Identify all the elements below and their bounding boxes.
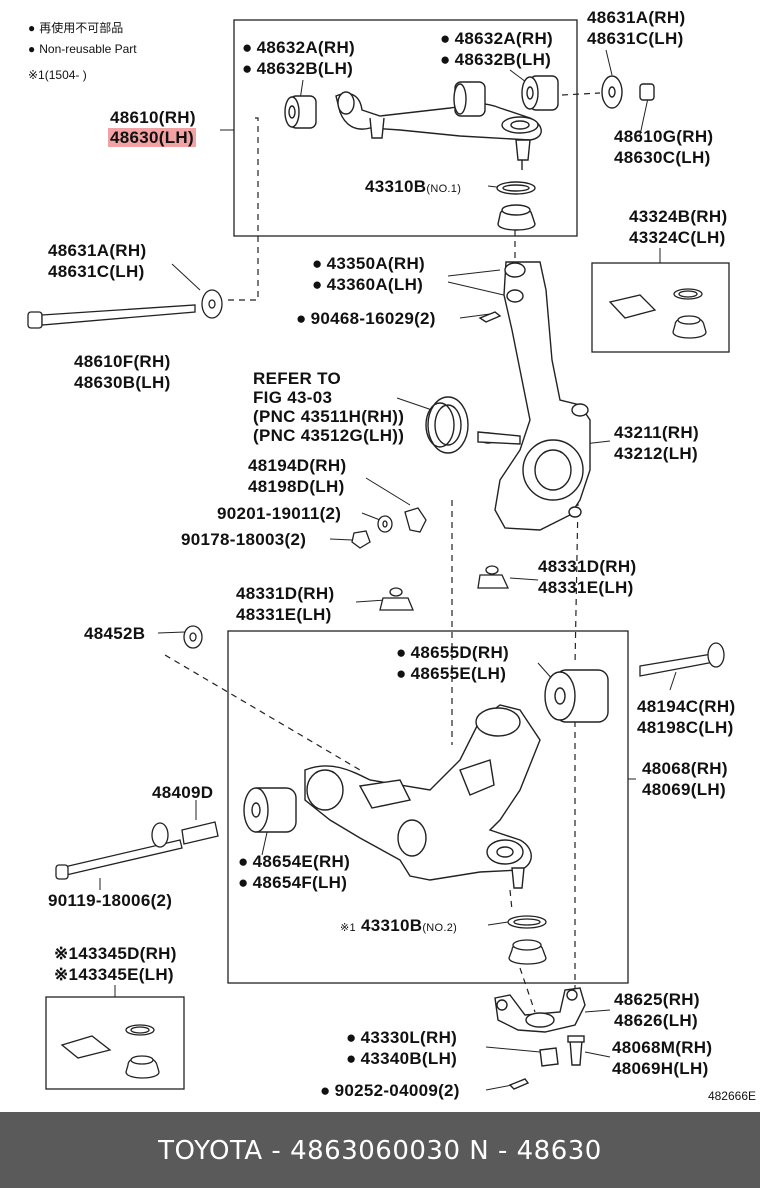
label-48631a-rh-mid: 48631A(RH): [48, 241, 147, 260]
upper-arm-group-box: [233, 19, 578, 237]
label-48632b-lh-right: 48632B(LH): [440, 50, 551, 70]
lower-rear-cam-bolt: [639, 653, 715, 677]
label-48631c-lh-mid: 48631C(LH): [48, 262, 145, 281]
label-43310b-no2-mark: ※1: [340, 922, 356, 934]
footer-bar: TOYOTA - 4863060030 N - 48630: [0, 1112, 760, 1188]
label-48069-lh: 48069(LH): [642, 780, 726, 799]
figure-id: 482666E: [707, 1089, 756, 1103]
label-43340b-lh: 43340B(LH): [346, 1049, 457, 1069]
label-48069h-lh: 48069H(LH): [612, 1059, 709, 1078]
label-43360a-lh: 43360A(LH): [312, 275, 423, 295]
label-48610f-rh: 48610F(RH): [74, 352, 171, 371]
footer-part-number: TOYOTA - 4863060030 N - 48630: [158, 1136, 602, 1166]
label-refer-fig: FIG 43-03: [253, 388, 333, 407]
label-90252-04009: 90252-04009(2): [320, 1081, 460, 1101]
label-43330l-rh: 43330L(RH): [346, 1028, 457, 1048]
label-48198c-lh: 48198C(LH): [637, 718, 734, 737]
label-48654e-rh: 48654E(RH): [238, 852, 350, 872]
label-48631c-lh-top: 48631C(LH): [587, 29, 684, 48]
label-90178-18003: 90178-18003(2): [181, 530, 307, 549]
label-48194c-rh: 48194C(RH): [637, 697, 736, 716]
label-48409d: 48409D: [152, 783, 214, 802]
label-48198d-lh: 48198D(LH): [248, 477, 345, 496]
bump-stopper-left: [379, 597, 414, 611]
label-48331e-lh-left: 48331E(LH): [236, 605, 332, 624]
label-43310b-no1: 43310B: [365, 177, 427, 196]
label-48331d-rh-right: 48331D(RH): [538, 557, 637, 576]
steering-arm: [494, 987, 586, 1033]
label-48194d-rh: 48194D(RH): [248, 456, 347, 475]
label-48610-rh: 48610(RH): [110, 108, 196, 127]
upper-control-arm: [335, 92, 542, 141]
label-43324b-rh: 43324B(RH): [629, 207, 728, 226]
label-90201-19011: 90201-19011(2): [217, 504, 342, 523]
label-43212-lh: 43212(LH): [614, 444, 698, 463]
label-43345e-lh: ※143345E(LH): [54, 965, 174, 984]
label-90468-16029: 90468-16029(2): [296, 309, 436, 329]
label-48452b: 48452B: [84, 624, 146, 643]
upper-arm-bolt: [41, 304, 196, 326]
label-48630c-lh: 48630C(LH): [614, 148, 711, 167]
label-refer-to: REFER TO: [253, 369, 342, 388]
label-43310b-no2: 43310B: [360, 916, 423, 935]
label-48632b-lh-left: 48632B(LH): [242, 59, 353, 79]
label-43324c-lh: 43324C(LH): [629, 228, 726, 247]
boot-kit-box-upper: [591, 262, 730, 353]
label-48068m-rh: 48068M(RH): [612, 1038, 713, 1057]
label-90119-18006: 90119-18006(2): [48, 891, 173, 910]
lower-arm-group-box: [227, 630, 629, 984]
label-48630b-lh: 48630B(LH): [74, 373, 171, 392]
legend-non-reusable: Non-reusable Part: [28, 42, 136, 57]
label-48632a-rh-right: 48632A(RH): [440, 29, 553, 49]
suspension-exploded-diagram: [27, 19, 730, 1091]
label-43310b-no2-note: (NO.2): [422, 922, 458, 934]
label-48654f-lh: 48654F(LH): [238, 873, 347, 893]
label-43310b-no1-note: (NO.1): [426, 183, 462, 195]
label-48610g-rh: 48610G(RH): [614, 127, 714, 146]
lower-control-arm: [304, 704, 541, 881]
label-48655d-rh: 48655D(RH): [396, 643, 509, 663]
label-48331e-lh-right: 48331E(LH): [538, 578, 634, 597]
label-48631a-rh-top: 48631A(RH): [587, 8, 686, 27]
label-48632a-rh-left: 48632A(RH): [242, 38, 355, 58]
cam-plate: [404, 507, 427, 533]
legend-date-note: ※1(1504- ): [28, 68, 87, 82]
label-refer-pnc-lh: (PNC 43512G(LH)): [253, 426, 405, 445]
label-refer-pnc-rh: (PNC 43511H(RH)): [253, 407, 405, 426]
label-48630-lh-highlighted[interactable]: 48630(LH): [108, 128, 196, 147]
label-43211-rh: 43211(RH): [614, 423, 699, 442]
bump-stopper-right: [477, 574, 510, 589]
label-48068-rh: 48068(RH): [642, 759, 728, 778]
label-43345d-rh: ※143345D(RH): [54, 944, 177, 963]
label-43350a-rh: 43350A(RH): [312, 254, 425, 274]
label-48655e-lh: 48655E(LH): [396, 664, 506, 684]
castle-nut: [539, 1047, 559, 1067]
label-48625-rh: 48625(RH): [614, 990, 700, 1009]
label-48331d-rh-left: 48331D(RH): [236, 584, 335, 603]
legend-jp-note: 再使用不可部品: [28, 21, 123, 36]
label-48626-lh: 48626(LH): [614, 1011, 698, 1030]
